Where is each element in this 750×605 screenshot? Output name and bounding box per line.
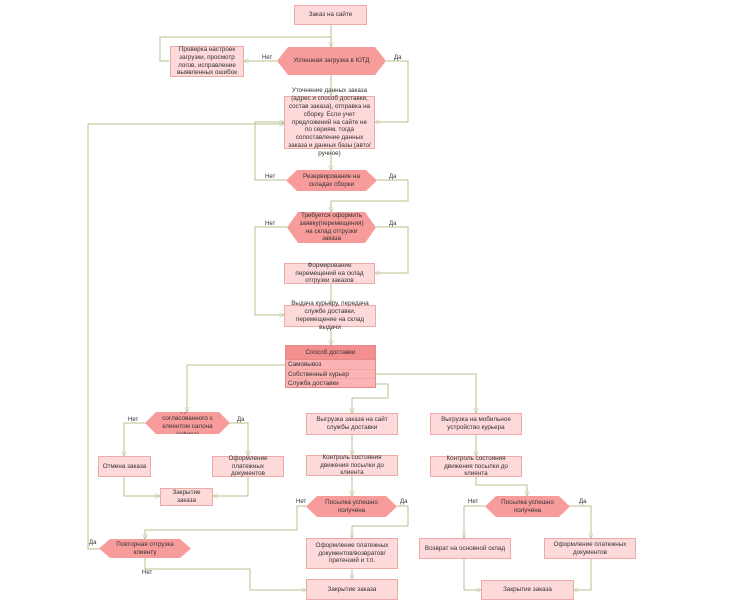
flow-repeat-no-to-close [144,558,306,590]
node-clarify-order-data: Уточнение данных заказа (адрес и способ … [284,87,375,157]
flow-repeat-yes-to-clarify [87,124,284,550]
delivery-method-list: Способ доставки Самовывоз Собственный ку… [285,345,376,388]
flow-return-to-close [463,559,481,590]
decision-parcel-received-right: Посылка успешно получена [485,496,570,517]
node-return-main-warehouse: Возврат на основной склад [419,538,511,559]
delivery-method-title: Способ доставки [286,346,375,360]
label-upload-yes: Да [394,55,402,61]
decision-transfer-needed: Требуется оформить заявку(перемещения) н… [287,212,376,243]
flow-method-to-delivery-site [352,383,389,413]
node-close-order-mid: Закрытие заказа [306,579,398,600]
node-track-parcel-right: Контроль состояния движения посылки до к… [430,455,522,477]
flow-upload-yes-to-clarify [375,60,409,122]
label-received-mid-no: Нет [296,499,307,505]
node-cancel-order: Отмена заказа [98,456,151,477]
node-close-order-left: Закрытие заказа [160,488,213,506]
flow-reserve-no-to-clarify [254,122,286,181]
label-repeat-yes: Да [89,540,97,546]
flow-transfer-yes-to-form [375,226,409,273]
flow-received-right-no-to-return [464,505,485,538]
flow-salon-yes-to-docs [230,422,248,456]
label-salon-no: Нет [128,417,139,423]
node-upload-delivery-site: Выгрузка заказа на сайт службы доставки [306,413,398,435]
label-upload-no: Нет [262,55,273,61]
flow-cancel-to-close [123,477,160,496]
label-reserve-yes: Да [389,174,397,180]
node-upload-courier-device: Выгрузка на мобильное устройство курьера [430,413,522,435]
label-repeat-no: Нет [142,570,153,576]
decision-repeat-shipment: Повторная отгрузка клиенту [99,539,191,558]
label-salon-yes: Да [237,417,245,423]
flow-received-mid-no-to-repeat [145,505,306,539]
decision-ship-from-salon: Отгрузка из согласованного с клиентом са… [145,412,230,434]
flow-track-right-to-received [475,477,527,496]
node-check-settings: Проверка настроек загрузки, просмотр лог… [170,46,244,77]
decision-parcel-received-mid: Посылка успешно получена [306,496,397,517]
flow-received-right-yes-to-docs [570,505,591,538]
node-payment-docs-right: Оформление платежных документов [544,538,636,559]
flow-method-to-courier-device [376,373,476,413]
label-transfer-yes: Да [389,221,397,227]
label-reserve-no: Нет [265,174,276,180]
label-received-right-yes: Да [579,499,587,505]
flow-transfer-no-to-courier [254,226,287,315]
delivery-option-pickup: Самовывоз [286,360,375,370]
flow-received-mid-yes-to-docs [352,505,409,538]
node-payment-docs-left: Оформление платежных документов [212,455,284,477]
flow-docs-to-close [213,477,249,496]
node-order-on-site: Заказ на сайте [294,5,367,25]
node-close-order-right: Закрытие заказа [481,580,574,600]
label-received-right-no: Нет [468,499,479,505]
decision-upload-success: Успешная загрузка в ЮТД [277,47,386,75]
node-courier-issue: Выдача курьеру, передача службе доставки… [284,300,376,331]
node-track-parcel-mid: Контроль состояния движения посылки до к… [306,454,398,476]
delivery-option-delivery-service: Служба доставки [288,380,339,387]
flow-method-to-salon [187,364,285,412]
flow-salon-no-to-cancel [124,422,145,456]
flow-docs-right-to-close [574,559,592,590]
decision-reserve: Резервирование на складах сборки [286,170,377,191]
flow-reserve-yes [331,179,409,212]
node-payment-docs-mid: Оформление платежных документов/возврато… [306,538,398,569]
label-received-mid-yes: Да [400,499,408,505]
node-form-transfers: Формирование перемещений на склад отгруз… [284,262,375,284]
label-transfer-no: Нет [265,221,276,227]
delivery-option-own-courier: Собственный курьер [286,370,375,379]
